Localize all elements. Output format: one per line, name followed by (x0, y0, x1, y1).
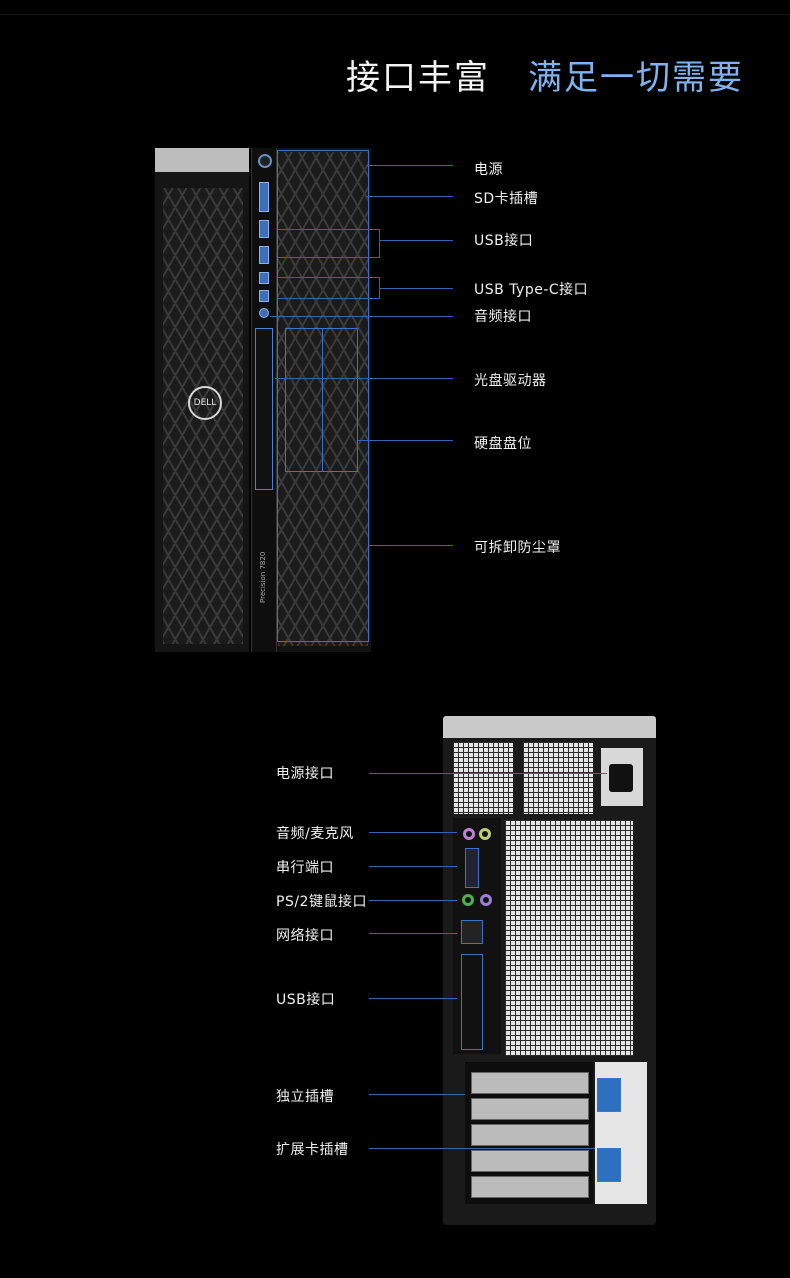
top-divider (0, 14, 790, 15)
leader-line (367, 196, 453, 197)
leader-line (369, 866, 457, 867)
leader-line (379, 288, 453, 289)
slot-latch-icon (597, 1148, 621, 1182)
leader-line (369, 1148, 595, 1149)
front-left-mesh (163, 188, 243, 644)
model-name: Precision 7820 (259, 551, 267, 603)
rear-vent-grill (505, 820, 633, 1056)
expansion-slot-area (465, 1062, 593, 1204)
leader-line (278, 277, 379, 278)
expansion-slot (471, 1150, 589, 1172)
front-tower-image: DELL Precision 7820 (155, 148, 371, 652)
leader-line (369, 545, 453, 546)
label-rear-usb: USB接口 (276, 992, 336, 1008)
power-socket-icon (609, 764, 633, 792)
label-expansion-slot: 扩展卡插槽 (276, 1142, 349, 1158)
leader-line (369, 933, 457, 934)
audio-jack-icon (463, 828, 475, 840)
leader-line (369, 998, 457, 999)
label-usb: USB接口 (474, 233, 534, 249)
expansion-slot (471, 1124, 589, 1146)
ps2-mouse-icon (462, 894, 474, 906)
mic-jack-icon (479, 828, 491, 840)
serial-port-icon (465, 848, 479, 888)
leader-line (369, 832, 457, 833)
label-usb-c: USB Type-C接口 (474, 282, 589, 298)
ethernet-port-icon (461, 920, 483, 944)
leader-line (270, 316, 453, 317)
label-sd-slot: SD卡插槽 (474, 191, 539, 207)
leader-line (278, 257, 379, 258)
front-dust-cover-mesh (278, 152, 368, 646)
ps2-keyboard-icon (480, 894, 492, 906)
fan-grill (453, 742, 513, 814)
usb-c-port-icon (259, 290, 269, 302)
power-button-icon (258, 154, 272, 168)
dell-logo: DELL (188, 386, 222, 420)
label-audio: 音频接口 (474, 309, 532, 325)
drive-bay-highlight (322, 328, 358, 472)
label-drive-bay: 硬盘盘位 (474, 436, 532, 452)
usb-port-icon (259, 220, 269, 238)
label-audio-mic: 音频/麦克风 (276, 826, 354, 842)
audio-jack-icon (259, 308, 269, 318)
fan-grill (523, 742, 593, 814)
rear-top-cap (443, 716, 656, 738)
label-network-port: 网络接口 (276, 928, 334, 944)
expansion-slot (471, 1176, 589, 1198)
expansion-slot (471, 1098, 589, 1120)
label-optical-drive: 光盘驱动器 (474, 373, 547, 389)
label-ps2-port: PS/2键鼠接口 (276, 894, 367, 910)
sd-slot-icon (259, 182, 269, 212)
leader-line (278, 229, 379, 230)
page-subtitle: 满足一切需要 (528, 58, 744, 98)
optical-drive-icon (255, 328, 273, 490)
rear-tower-image (443, 716, 656, 1225)
slot-latch-icon (597, 1078, 621, 1112)
leader-line (369, 900, 457, 901)
label-dust-cover: 可拆卸防尘罩 (474, 540, 561, 556)
label-serial-port: 串行端口 (276, 860, 334, 876)
leader-line (379, 240, 453, 241)
leader-line (367, 165, 453, 166)
leader-bracket (379, 229, 380, 258)
expansion-slot (471, 1072, 589, 1094)
label-independent-slot: 独立插槽 (276, 1089, 334, 1105)
usb-ports-icon (461, 954, 483, 1050)
leader-line (278, 298, 379, 299)
usb-port-icon (259, 246, 269, 264)
leader-line (358, 440, 453, 441)
usb-c-port-icon (259, 272, 269, 284)
leader-line (369, 773, 607, 774)
dust-cover-highlight (277, 150, 369, 642)
page-title: 接口丰富 (346, 58, 490, 98)
label-power-port: 电源接口 (276, 766, 334, 782)
leader-line (369, 1094, 465, 1095)
label-power: 电源 (474, 162, 503, 178)
leader-line (275, 378, 453, 379)
